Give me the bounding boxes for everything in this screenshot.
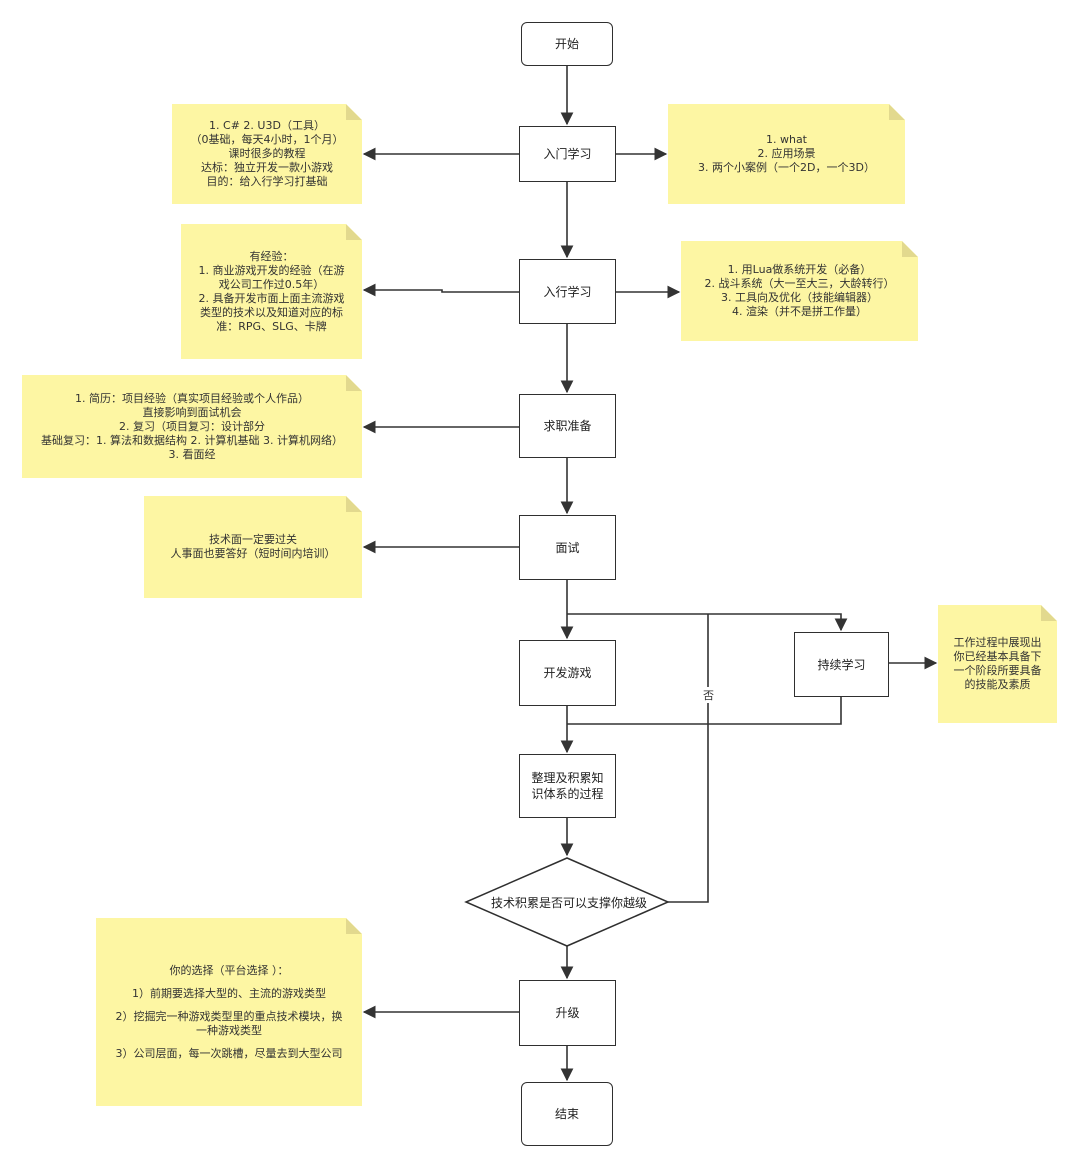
- note-intro-left: 1. C# 2. U3D（工具） （0基础，每天4小时，1个月） 课时很多的教程…: [172, 104, 362, 204]
- note-continuous-right: 工作过程中展现出 你已经基本具备下 一个阶段所要具备 的技能及素质: [938, 605, 1057, 723]
- note-line: 3. 工具向及优化（技能编辑器）: [721, 291, 878, 304]
- note-line: 你已经基本具备下: [953, 650, 1042, 663]
- organize-knowledge-node: 整理及积累知 识体系的过程: [519, 754, 616, 818]
- interview-node: 面试: [519, 515, 616, 580]
- note-line: 有经验：: [249, 249, 294, 263]
- note-line: 基础复习：1. 算法和数据结构 2. 计算机基础 3. 计算机网络）: [41, 433, 343, 447]
- note-line: 工作过程中展现出: [953, 636, 1042, 649]
- note-line: 一个阶段所要具备: [953, 664, 1042, 677]
- upgrade-node: 升级: [519, 980, 616, 1046]
- dev-game-node: 开发游戏: [519, 640, 616, 706]
- note-line: 1. 简历：项目经验（真实项目经验或个人作品）: [75, 391, 309, 405]
- note-line: 你的选择（平台选择 ）：: [169, 963, 289, 977]
- note-intro-right: 1. what 2. 应用场景 3. 两个小案例（一个2D，一个3D）: [668, 104, 905, 204]
- note-line: 准：RPG、SLG、卡牌: [216, 319, 327, 333]
- note-line: 1. what: [765, 133, 807, 146]
- edge-decision-no: [668, 614, 709, 903]
- note-line: 戏公司工作过0.5年）: [218, 277, 325, 291]
- note-line: 的技能及素质: [964, 678, 1031, 691]
- note-line: 1）前期要选择大型的、主流的游戏类型: [132, 986, 326, 1000]
- note-line: 类型的技术以及知道对应的标: [200, 305, 343, 319]
- note-line: 1. 用Lua做系统开发（必备）: [727, 263, 872, 276]
- intro-learning-node: 入门学习: [519, 126, 616, 182]
- note-line: 目的：给入行学习打基础: [206, 175, 328, 188]
- note-line: 2. 具备开发市面上面主流游戏: [198, 291, 345, 305]
- edge-interview-continuous: [567, 613, 848, 632]
- note-line: 3）公司层面，每一次跳槽，尽量去到大型公司: [115, 1046, 343, 1060]
- note-upgrade-left: 你的选择（平台选择 ）： 1）前期要选择大型的、主流的游戏类型 2）挖掘完一种游…: [96, 918, 362, 1106]
- note-line: 2）挖掘完一种游戏类型里的重点技术模块，换: [115, 1009, 343, 1023]
- continuous-learning-node: 持续学习: [794, 632, 889, 697]
- note-line: 技术面一定要过关: [209, 533, 297, 546]
- note-line: 3. 两个小案例（一个2D，一个3D）: [698, 161, 875, 174]
- decision-label: 技术积累是否可以支撑你越级: [491, 896, 648, 910]
- note-line: 3. 看面经: [168, 447, 216, 461]
- decision-diamond: [464, 857, 670, 947]
- note-line: （0基础，每天4小时，1个月）: [190, 133, 344, 146]
- note-line: 1. C# 2. U3D（工具）: [209, 119, 325, 132]
- start-node: 开始: [521, 22, 613, 66]
- note-line: 4. 渲染（并不是拼工作量）: [732, 305, 867, 318]
- note-line: 直接影响到面试机会: [142, 405, 242, 419]
- edge-entry-left-note: [362, 283, 519, 297]
- edge-continuous-return: [567, 697, 842, 725]
- job-prep-node: 求职准备: [519, 394, 616, 458]
- note-line: 1. 商业游戏开发的经验（在游: [198, 263, 345, 277]
- note-entry-right: 1. 用Lua做系统开发（必备） 2. 战斗系统（大一至大三，大龄转行） 3. …: [681, 241, 918, 341]
- organize-line-1: 整理及积累知: [531, 771, 604, 785]
- organize-line-2: 识体系的过程: [531, 787, 604, 801]
- note-entry-left: 有经验： 1. 商业游戏开发的经验（在游 戏公司工作过0.5年） 2. 具备开发…: [181, 224, 362, 359]
- end-node: 结束: [521, 1082, 613, 1146]
- note-line: 课时很多的教程: [228, 147, 306, 160]
- note-line: 一种游戏类型: [196, 1023, 262, 1037]
- no-edge-label: 否: [702, 687, 715, 703]
- entry-learning-node: 入行学习: [519, 259, 616, 324]
- note-line: 2. 复习（项目复习：设计部分: [119, 419, 265, 433]
- note-line: 达标：独立开发一款小游戏: [201, 161, 333, 174]
- note-line: 2. 战斗系统（大一至大三，大龄转行）: [704, 277, 895, 290]
- note-job-prep-left: 1. 简历：项目经验（真实项目经验或个人作品） 直接影响到面试机会 2. 复习（…: [22, 375, 362, 478]
- note-line: 2. 应用场景: [757, 147, 816, 160]
- note-interview-left: 技术面一定要过关 人事面也要答好（短时间内培训）: [144, 496, 362, 598]
- note-line: 人事面也要答好（短时间内培训）: [170, 547, 336, 560]
